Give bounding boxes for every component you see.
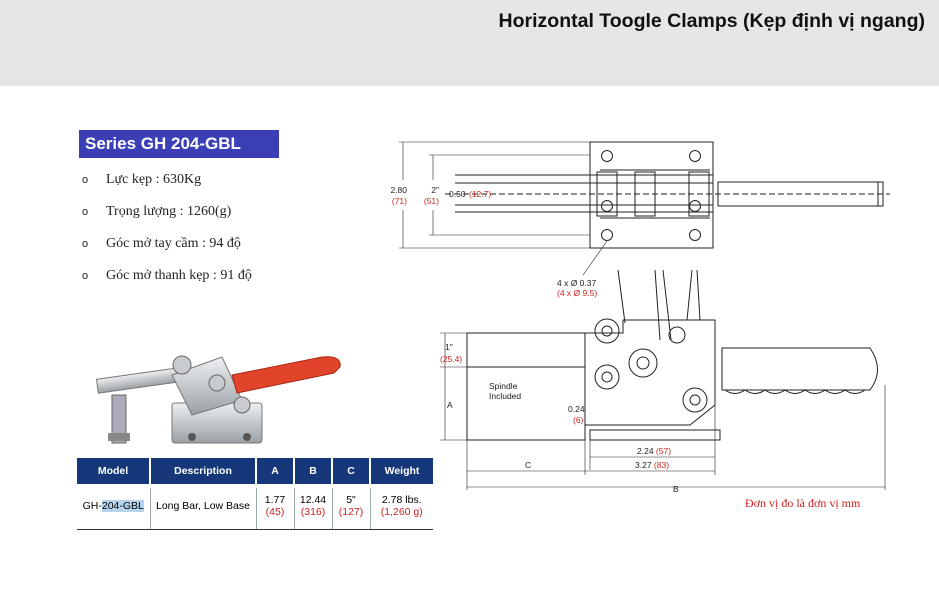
svg-text:2.24 (57): 2.24 (57): [637, 446, 671, 456]
cell-model: GH-204-GBL: [77, 488, 151, 530]
dim-0-50: 0.50: [449, 189, 466, 199]
header-weight: Weight: [370, 458, 433, 484]
spec-item: o Lực kẹp : 630Kg: [82, 170, 252, 202]
cell-c: 5"(127): [332, 488, 371, 530]
table-header-row: Model Description A B C Weight: [77, 458, 433, 484]
spindle-label: Spindle: [489, 381, 518, 391]
base-plate-top: [589, 141, 714, 249]
header-b: B: [294, 458, 333, 484]
spec-handle-angle: Góc mở tay cầm : 94 độ: [106, 236, 241, 251]
model-highlight: 204-GBL: [101, 500, 144, 512]
page-title: Horizontal Toogle Clamps (Kẹp định vị ng…: [498, 10, 925, 32]
spec-item: o Góc mở tay cầm : 94 độ: [82, 234, 252, 266]
svg-text:(12.7): (12.7): [469, 189, 491, 199]
svg-text:Included: Included: [489, 391, 521, 401]
bullet-icon: o: [82, 174, 89, 186]
cell-b: 12.44(316): [294, 488, 333, 530]
product-photo: [95, 355, 341, 444]
spec-weight: Trọng lượng : 1260(g): [106, 204, 232, 219]
bullet-icon: o: [82, 206, 89, 218]
dim-1: 1": [445, 342, 453, 352]
header-c: C: [332, 458, 371, 484]
header-a: A: [256, 458, 295, 484]
technical-drawing: 2.80 (71) 2" (51) 0.50 (12.7) 4 x Ø 0.37…: [390, 141, 890, 494]
label-a: A: [447, 400, 453, 410]
dim-3-27: 3.27: [635, 460, 652, 470]
cell-weight: 2.78 lbs.(1,260 g): [370, 488, 433, 530]
holes-label: 4 x Ø 0.37: [557, 278, 596, 288]
svg-text:3.27 (83): 3.27 (83): [635, 460, 669, 470]
header-band: [0, 0, 939, 86]
dim-0-24: 0.24: [568, 404, 585, 414]
cell-description: Long Bar, Low Base: [150, 488, 257, 530]
bullet-icon: o: [82, 270, 89, 282]
spec-item: o Góc mở thanh kẹp : 91 độ: [82, 266, 252, 298]
dim-2-24: 2.24: [637, 446, 654, 456]
cell-a: 1.77(45): [256, 488, 295, 530]
svg-text:(25.4): (25.4): [440, 354, 462, 364]
label-c: C: [525, 460, 531, 470]
spec-item: o Trọng lượng : 1260(g): [82, 202, 252, 234]
bullet-icon: o: [82, 238, 89, 250]
svg-text:(6): (6): [573, 415, 584, 425]
header-description: Description: [150, 458, 257, 484]
spec-table: Model Description A B C Weight GH-204-GB…: [77, 458, 433, 530]
label-b: B: [673, 484, 679, 494]
svg-text:(71): (71): [392, 196, 407, 206]
spec-bar-angle: Góc mở thanh kẹp : 91 độ: [106, 268, 252, 283]
dim-2-80: 2.80: [390, 185, 407, 195]
unit-note: Đơn vị đo là đơn vị mm: [745, 496, 861, 510]
table-row: GH-204-GBL Long Bar, Low Base 1.77(45) 1…: [77, 488, 433, 530]
series-title: Series GH 204-GBL: [79, 130, 279, 158]
spec-clamp-force: Lực kẹp : 630Kg: [106, 172, 202, 187]
svg-text:(51): (51): [424, 196, 439, 206]
svg-text:(4 x Ø 9.5): (4 x Ø 9.5): [557, 288, 597, 298]
dim-2: 2": [431, 185, 439, 195]
header-model: Model: [77, 458, 151, 484]
